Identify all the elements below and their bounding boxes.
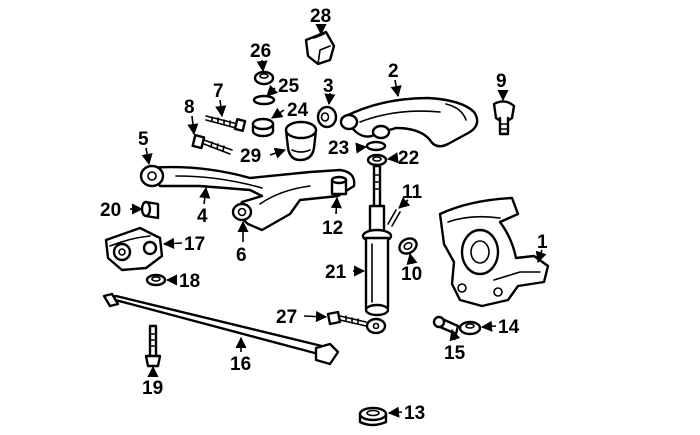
leader-13: [387, 406, 403, 418]
callout-15: 15: [444, 343, 466, 364]
leader-5: [141, 147, 153, 166]
callout-29: 29: [240, 146, 261, 167]
leader-27: [303, 310, 328, 323]
callout-23: 23: [328, 138, 349, 159]
part-washer-25: [252, 94, 276, 106]
leader-22: [386, 152, 399, 164]
callout-10: 10: [401, 264, 422, 285]
callout-14: 14: [498, 317, 520, 338]
part-torsion-bar: [102, 292, 340, 366]
leader-4: [199, 186, 211, 205]
part-bolt-19: [144, 324, 162, 368]
part-steering-knuckle: [438, 196, 550, 308]
leader-1: [535, 249, 547, 264]
part-nut-10: [398, 237, 418, 255]
part-upper-control-arm: [339, 96, 479, 148]
callout-5: 5: [138, 129, 149, 150]
part-cotter-pin: [387, 209, 401, 227]
leader-17: [162, 237, 183, 250]
leader-8: [187, 115, 199, 136]
callout-2: 2: [388, 61, 399, 82]
part-bolt-8: [191, 133, 233, 155]
leader-23: [355, 142, 368, 154]
callout-16: 16: [230, 354, 251, 375]
part-bolt-27: [326, 310, 367, 327]
callout-18: 18: [179, 271, 200, 292]
part-bushing-24: [251, 117, 275, 138]
callout-9: 9: [496, 71, 507, 92]
leader-29: [269, 147, 287, 159]
leader-15: [449, 328, 461, 342]
leader-10: [406, 252, 418, 265]
leader-26: [256, 59, 268, 73]
part-bushing-20: [140, 200, 160, 220]
part-bracket-17: [104, 226, 164, 272]
part-nut-22: [366, 153, 388, 167]
callout-7: 7: [213, 81, 224, 102]
leader-lines: [130, 23, 547, 418]
part-tie-rod-end: [432, 315, 460, 336]
callout-11: 11: [402, 182, 423, 203]
callout-19: 19: [142, 378, 163, 399]
part-washer-23: [365, 140, 387, 152]
leader-11: [398, 197, 411, 209]
part-shock-absorber: [361, 164, 393, 335]
callout-4: 4: [197, 206, 208, 227]
part-nut-14: [458, 320, 482, 336]
part-ball-joint: [492, 100, 516, 136]
leader-24: [271, 107, 285, 119]
part-bushing-13: [358, 406, 388, 427]
callout-labels: 28 26 25 24 29 3 2 9 7 8 23 22 5 4 12 6 …: [100, 6, 548, 424]
part-bushing-3: [316, 105, 338, 129]
part-lower-control-arm: [139, 164, 356, 232]
callout-1: 1: [537, 232, 548, 253]
callout-24: 24: [287, 100, 309, 121]
part-mount-29: [284, 120, 318, 162]
leader-7: [215, 99, 227, 118]
callout-3: 3: [323, 76, 334, 97]
leader-2: [390, 79, 402, 98]
callout-22: 22: [398, 148, 419, 169]
callout-25: 25: [278, 76, 300, 97]
callout-21: 21: [325, 262, 347, 283]
callout-6: 6: [236, 245, 247, 266]
leader-3: [324, 92, 336, 106]
part-nut-26: [253, 70, 275, 86]
callout-17: 17: [184, 234, 205, 255]
callout-12: 12: [322, 218, 343, 239]
leader-12: [330, 196, 342, 215]
part-bump-stop: [304, 30, 336, 66]
part-bolt-7: [205, 115, 247, 133]
callout-26: 26: [250, 41, 271, 62]
part-nut-18: [145, 273, 167, 287]
callout-8: 8: [184, 97, 195, 118]
callout-27: 27: [276, 307, 297, 328]
leader-14: [480, 320, 497, 332]
callout-20: 20: [100, 200, 121, 221]
callout-28: 28: [310, 6, 331, 27]
callout-13: 13: [404, 403, 425, 424]
leader-25: [266, 84, 279, 97]
